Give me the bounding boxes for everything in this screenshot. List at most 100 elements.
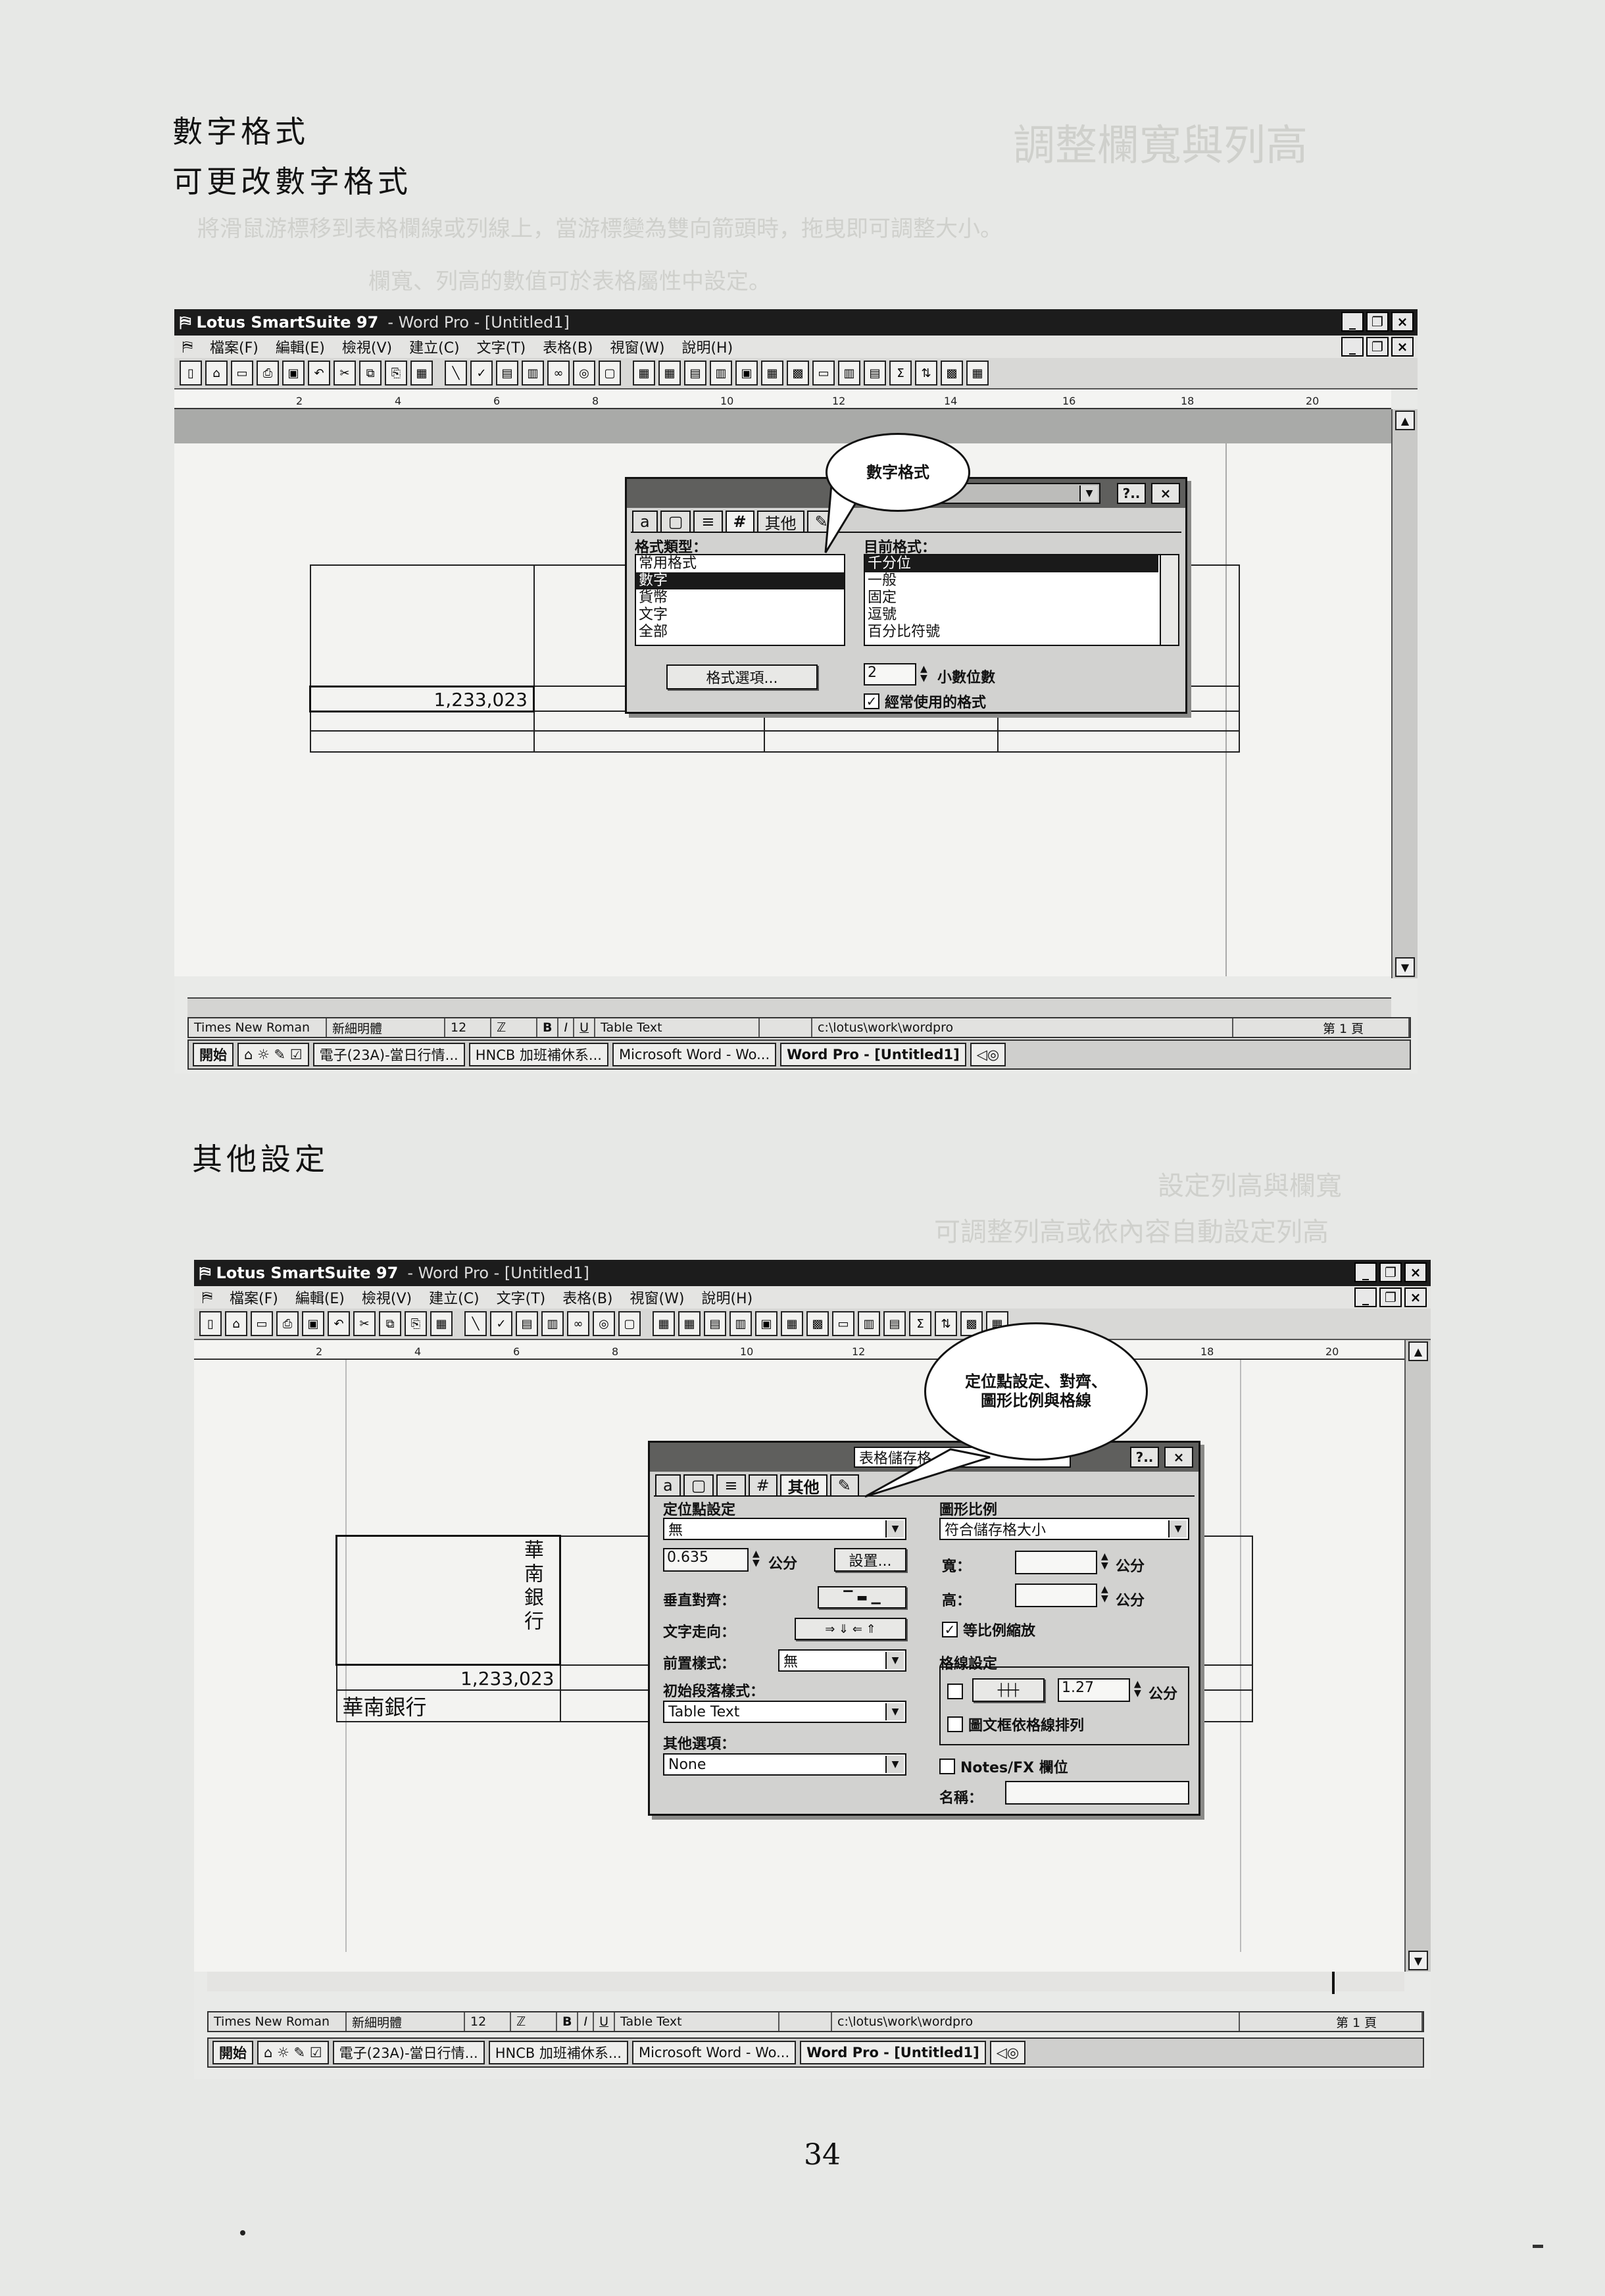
list-item[interactable]: 常用格式 — [639, 555, 697, 572]
task-msword[interactable]: Microsoft Word - Wo... — [612, 1043, 777, 1066]
restore-button[interactable]: ❐ — [1379, 1262, 1402, 1282]
chart-icon[interactable]: ▥ — [522, 361, 544, 386]
task-hncb[interactable]: HNCB 加班補休系... — [488, 2041, 628, 2064]
folder-icon[interactable]: ▭ — [251, 1311, 273, 1336]
cjk-font-selector[interactable]: 新細明體 — [347, 2012, 465, 2031]
frame-icon[interactable]: ▢ — [618, 1311, 641, 1336]
list-item[interactable]: 貨幣 — [639, 589, 668, 606]
menu-table[interactable]: 表格(B) — [562, 1291, 613, 1307]
split-icon[interactable]: ▦ — [781, 1311, 803, 1336]
table-cell[interactable] — [309, 564, 535, 687]
start-button[interactable]: 開始 — [193, 1043, 234, 1066]
decimal-places-field[interactable]: 2 — [864, 663, 916, 686]
menu-text[interactable]: 文字(T) — [496, 1291, 546, 1307]
dialog-help-button[interactable]: ?.. — [1130, 1447, 1159, 1468]
format-type-list[interactable]: 常用格式 數字 貨幣 文字 全部 — [635, 554, 845, 646]
menu-table[interactable]: 表格(B) — [543, 340, 593, 357]
width-field[interactable] — [1015, 1551, 1097, 1574]
menu-file[interactable]: 檔案(F) — [209, 340, 259, 357]
cjk-font-selector[interactable]: 新細明體 — [327, 1018, 445, 1037]
menu-window[interactable]: 視窗(W) — [610, 340, 665, 357]
underline-icon[interactable]: U — [594, 2012, 616, 2031]
delete-row-icon[interactable]: ▤ — [684, 361, 706, 386]
doc-restore-button[interactable]: ❐ — [1379, 1287, 1402, 1307]
cols-icon[interactable]: ▥ — [858, 1311, 880, 1336]
font-name-selector[interactable]: Times New Roman — [209, 2012, 347, 2031]
restore-button[interactable]: ❐ — [1366, 312, 1389, 332]
preview-icon[interactable]: ▣ — [302, 1311, 324, 1336]
print-icon[interactable]: ⎙ — [276, 1311, 299, 1336]
checkbox-checked-icon[interactable]: ✓ — [942, 1622, 958, 1637]
table-cell-value[interactable]: 1,233,023 — [335, 1664, 561, 1691]
font-name-selector[interactable]: Times New Roman — [189, 1018, 327, 1037]
menu-view[interactable]: 檢視(V) — [341, 340, 393, 357]
grid-icon[interactable]: ▤ — [496, 361, 518, 386]
paste-icon[interactable]: ⎘ — [405, 1311, 427, 1336]
cut-icon[interactable]: ✂ — [333, 361, 356, 386]
folder-icon[interactable]: ▭ — [231, 361, 253, 386]
current-format-list[interactable]: 千分位 一般 固定 逗號 百分比符號 — [864, 554, 1179, 646]
undo-icon[interactable]: ↶ — [328, 1311, 350, 1336]
minimize-button[interactable]: _ — [1354, 1262, 1377, 1282]
border-icon[interactable]: ▭ — [832, 1311, 854, 1336]
proportional-checkbox[interactable]: ✓ 等比例縮放 — [942, 1619, 1035, 1640]
split-icon[interactable]: ▦ — [761, 361, 783, 386]
print-icon[interactable]: ⎙ — [257, 361, 279, 386]
insert-row-icon[interactable]: ▦ — [633, 361, 655, 386]
paste-icon[interactable]: ⎘ — [385, 361, 407, 386]
table-cell-text[interactable]: 華南銀行 — [335, 1689, 561, 1722]
list-item-selected[interactable]: 千分位 — [865, 555, 1158, 572]
new-icon[interactable]: ▯ — [180, 361, 202, 386]
list-item[interactable]: 固定 — [868, 589, 897, 606]
task-wordpro[interactable]: Word Pro - [Untitled1] — [780, 1043, 966, 1066]
notes-fx-checkbox[interactable]: Notes/FX 欄位 — [939, 1756, 1068, 1777]
menu-create[interactable]: 建立(C) — [429, 1291, 480, 1307]
vertical-scrollbar[interactable]: ▲ ▼ — [1391, 409, 1418, 978]
tab-stop-dropdown[interactable]: 無▼ — [663, 1518, 906, 1540]
initial-para-dropdown[interactable]: Table Text▼ — [663, 1701, 906, 1723]
attributes-icon[interactable]: ℤ — [511, 2012, 557, 2031]
path-indicator[interactable]: c:\lotus\work\wordpro — [832, 2012, 1241, 2031]
merge-icon[interactable]: ▣ — [755, 1311, 778, 1336]
open-icon[interactable]: ⌂ — [205, 361, 228, 386]
sort-icon[interactable]: ⇅ — [935, 1311, 957, 1336]
italic-icon[interactable]: I — [578, 2012, 595, 2031]
tab-other[interactable]: 其他 — [756, 511, 804, 533]
sum-icon[interactable]: Σ — [889, 361, 912, 386]
border-icon[interactable]: ▭ — [812, 361, 835, 386]
tab-font-icon[interactable]: a — [655, 1474, 681, 1495]
list-item-selected[interactable]: 數字 — [636, 572, 844, 589]
table-icon[interactable]: ▦ — [430, 1311, 453, 1336]
shade-icon[interactable]: ▩ — [806, 1311, 829, 1336]
line-icon[interactable]: ╲ — [464, 1311, 487, 1336]
chart-icon[interactable]: ▥ — [541, 1311, 564, 1336]
attributes-icon[interactable]: ℤ — [491, 1018, 537, 1037]
graphic-scale-dropdown[interactable]: 符合儲存格大小▼ — [939, 1518, 1189, 1540]
line-icon[interactable]: ╲ — [445, 361, 467, 386]
menu-view[interactable]: 檢視(V) — [361, 1291, 412, 1307]
horizontal-ruler[interactable]: 2 4 6 8 10 12 14 16 18 20 — [174, 389, 1391, 409]
font-size-selector[interactable]: 12 — [465, 2012, 511, 2031]
tab-border-icon[interactable]: ▢ — [683, 1474, 714, 1495]
delete-col-icon[interactable]: ▥ — [729, 1311, 752, 1336]
task-wordpro[interactable]: Word Pro - [Untitled1] — [800, 2041, 986, 2064]
insert-col-icon[interactable]: ▦ — [678, 1311, 701, 1336]
sort-icon[interactable]: ⇅ — [915, 361, 937, 386]
width-spin-icon[interactable]: ▲▼ — [1101, 1551, 1108, 1571]
horizontal-scrollbar[interactable] — [187, 997, 1391, 1017]
spell-icon[interactable]: ✓ — [490, 1311, 512, 1336]
close-button[interactable]: × — [1404, 1262, 1427, 1282]
cols-icon[interactable]: ▥ — [838, 361, 860, 386]
style-selector[interactable]: Table Text — [615, 2012, 780, 2031]
tab-font-icon[interactable]: a — [632, 511, 658, 532]
scroll-up-icon[interactable]: ▲ — [1395, 411, 1415, 430]
table-cell-value[interactable]: 1,233,023 — [309, 685, 535, 712]
rows-icon[interactable]: ▤ — [864, 361, 886, 386]
bold-icon[interactable]: B — [537, 1018, 559, 1037]
doc-restore-button[interactable]: ❐ — [1366, 337, 1389, 357]
page-indicator[interactable]: 第 1 頁 — [1331, 2012, 1423, 2031]
task-stock[interactable]: 電子(23A)-當日行情... — [312, 1043, 465, 1066]
scroll-up-icon[interactable]: ▲ — [1408, 1341, 1428, 1361]
tab-other[interactable]: 其他 — [779, 1474, 827, 1497]
copy-icon[interactable]: ⧉ — [359, 361, 382, 386]
